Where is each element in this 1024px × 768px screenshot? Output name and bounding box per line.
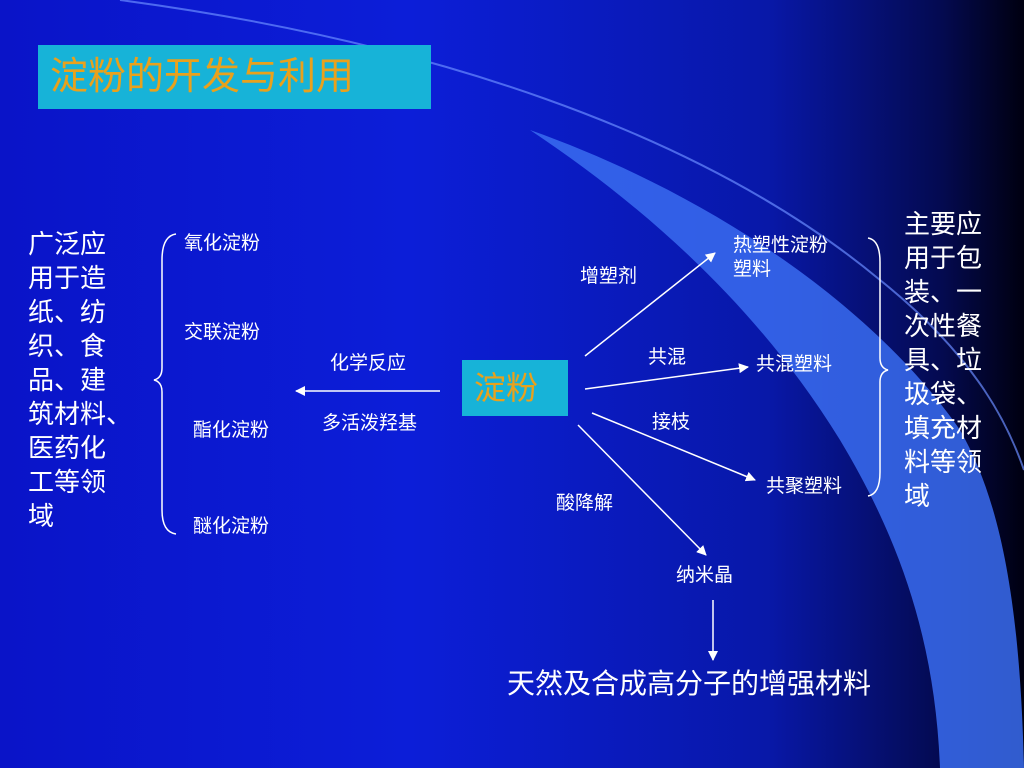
product-thermoplastic-starch-plastic: 热塑性淀粉 塑料 [733, 234, 829, 280]
label-plasticizer: 增塑剂 [580, 265, 638, 287]
swoosh-line [119, 0, 1024, 471]
arrow-to-copolymer-plastic [591, 412, 756, 482]
right-brace [867, 237, 889, 497]
label-graft: 接枝 [652, 411, 691, 433]
product-nanocrystal: 纳米晶 [676, 564, 734, 586]
swoosh-band [530, 130, 1024, 768]
derivative-crosslinked-starch: 交联淀粉 [184, 321, 261, 343]
derivative-oxidized-starch: 氧化淀粉 [184, 232, 261, 254]
label-chemical-reaction: 化学反应 [330, 352, 407, 374]
center-box: 淀粉 [462, 360, 568, 416]
product-copolymer-plastic: 共聚塑料 [766, 475, 843, 497]
bottom-result: 天然及合成高分子的增强材料 [507, 667, 872, 700]
arrow-to-thermoplastic [584, 252, 716, 357]
title-box: 淀粉的开发与利用 [38, 45, 431, 109]
arrow-to-blend-plastic [584, 363, 749, 390]
product-blend-plastic: 共混塑料 [756, 353, 833, 375]
label-active-hydroxyl: 多活泼羟基 [322, 412, 418, 434]
label-blend: 共混 [648, 346, 687, 368]
label-acid-degradation: 酸降解 [556, 492, 614, 514]
right-note: 主要应 用于包 装、一 次性餐 具、垃 圾袋、 填充材 料等领 域 [904, 210, 983, 512]
derivative-esterified-starch: 酯化淀粉 [193, 419, 270, 441]
page-title: 淀粉的开发与利用 [50, 54, 355, 98]
left-note: 广泛应 用于造 纸、纺 织、食 品、建 筑材料、 医药化 工等领 域 [28, 230, 133, 532]
left-brace [153, 233, 177, 535]
arrow-to-nanocrystal [577, 424, 707, 556]
derivative-etherified-starch: 醚化淀粉 [193, 515, 270, 537]
center-label: 淀粉 [474, 369, 539, 407]
